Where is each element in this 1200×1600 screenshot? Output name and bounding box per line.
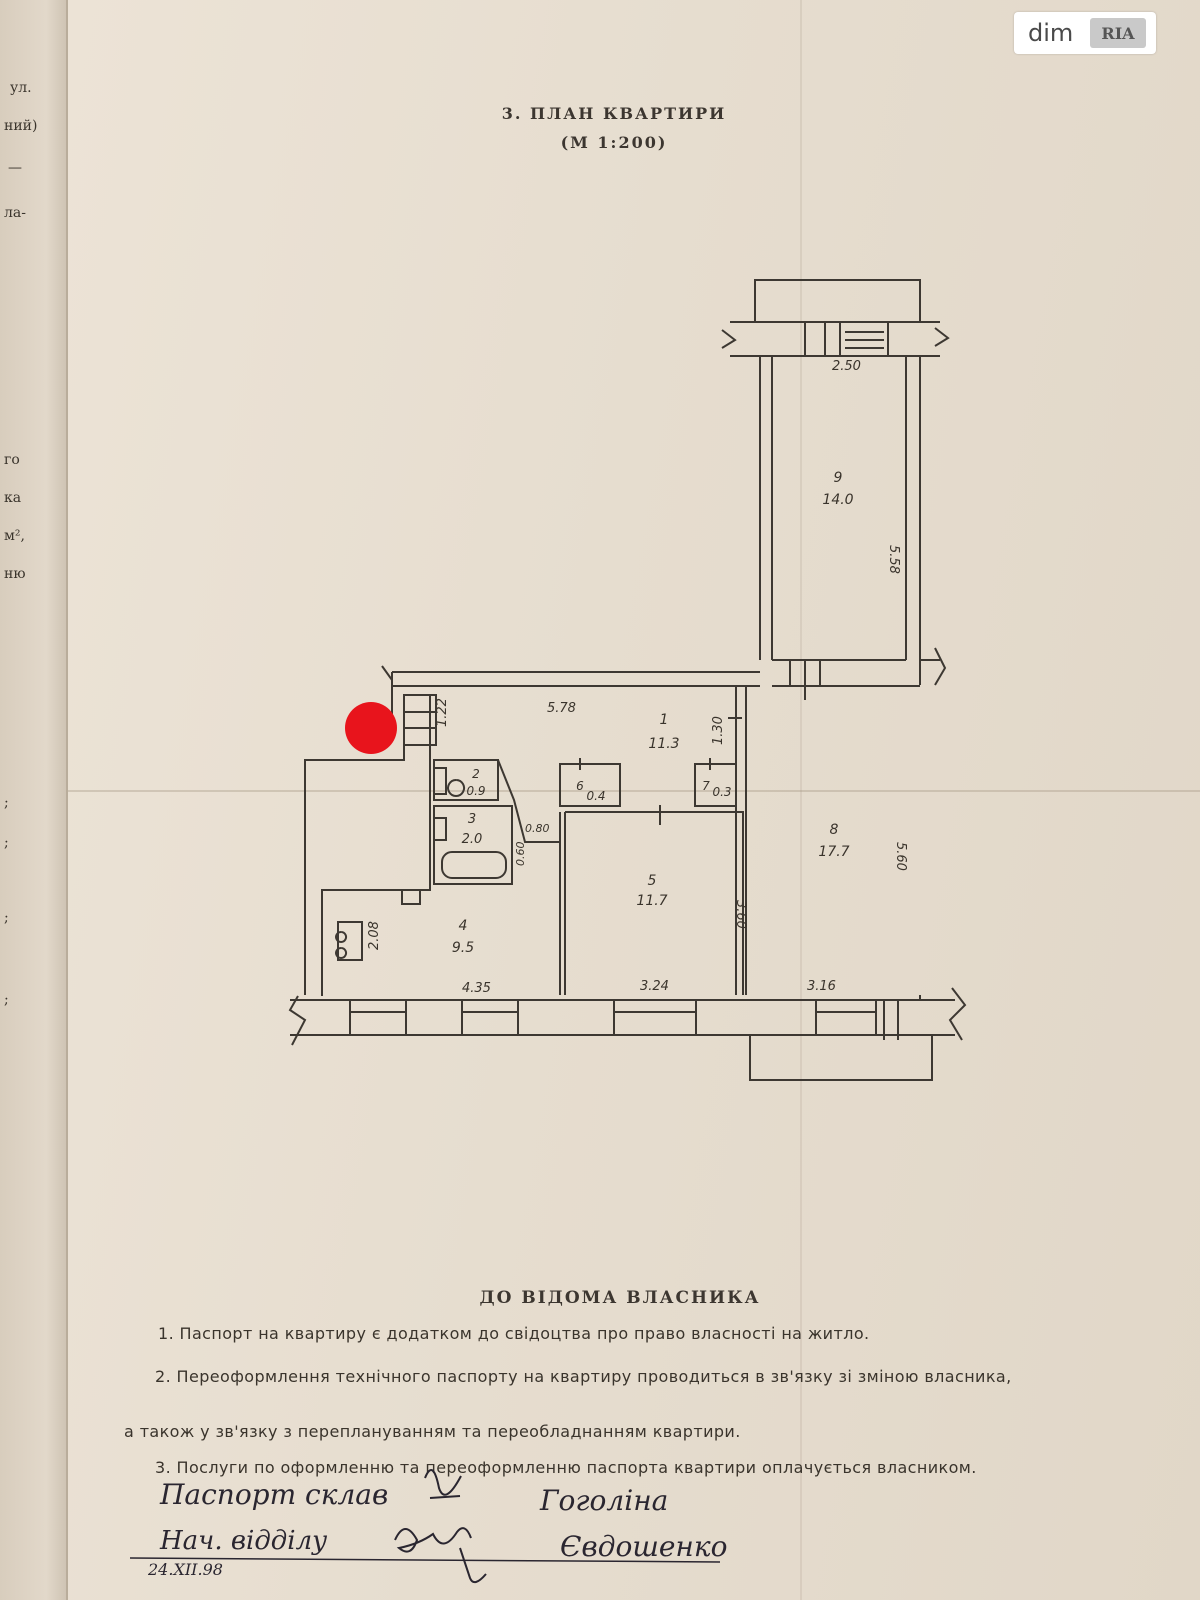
- room-number: 9: [834, 470, 843, 486]
- dim-label: 5.78: [547, 701, 576, 716]
- left-page-fragment: ла-: [4, 205, 26, 221]
- left-page-fragment: ;: [4, 992, 9, 1008]
- left-page-fragment: —: [8, 160, 22, 176]
- wall: [381, 665, 393, 720]
- red-marker: [345, 702, 397, 754]
- plan-scale: (М 1:200): [560, 133, 668, 152]
- room-area: 0.3: [712, 785, 731, 799]
- plan-title: 3. ПЛАН КВАРТИРИ: [501, 104, 727, 123]
- room-area: 17.7: [818, 844, 849, 860]
- room-number: 6: [576, 779, 584, 793]
- logo-ria-badge: RIA: [1090, 18, 1146, 48]
- dim-label: 3.60: [733, 900, 748, 929]
- signature-1: [424, 1469, 462, 1499]
- room-number: 1: [660, 712, 669, 728]
- room-area: 9.5: [452, 940, 474, 956]
- handwritten-name-1: Гоголіна: [540, 1484, 669, 1517]
- dim-label: 5.60: [893, 842, 908, 871]
- logo-dim-text: dim: [1028, 19, 1074, 47]
- notice-heading: ДО ВІДОМА ВЛАСНИКА: [479, 1288, 761, 1308]
- room-area: 0.9: [466, 784, 485, 798]
- room-area: 14.0: [822, 492, 853, 508]
- notice-item-2-continued: а також у зв'язку з переплануванням та п…: [124, 1422, 741, 1441]
- notice-item-3: 3. Послуги по оформленню та переоформлен…: [155, 1458, 977, 1477]
- wall: [905, 356, 921, 685]
- room-number: 5: [648, 873, 657, 889]
- adjacent-page: ул. ний) — ла- го ка м², ню ; ; ; ;: [0, 0, 68, 1600]
- left-page-fragment: ню: [4, 566, 26, 582]
- wall: [759, 356, 773, 660]
- dim-label: 5.58: [886, 545, 901, 574]
- dim-label: 0.60: [514, 842, 527, 867]
- closet-7: [694, 763, 737, 807]
- room-number: 3: [468, 812, 476, 827]
- wall: [735, 686, 747, 995]
- wall: [304, 745, 405, 995]
- paper-fold: [68, 790, 1200, 792]
- dim-label: 0.80: [525, 822, 550, 835]
- document-sheet: [68, 0, 1200, 1600]
- left-page-fragment: ;: [4, 795, 9, 811]
- room-area: 11.3: [648, 736, 679, 752]
- paper-fold: [800, 0, 802, 1600]
- notice-item-1: 1. Паспорт на квартиру є додатком до сві…: [158, 1324, 870, 1343]
- dim-label: 3.24: [640, 979, 669, 994]
- wc: [433, 759, 499, 801]
- window: [804, 321, 826, 357]
- window: [839, 321, 889, 357]
- handwritten-date: 24.XII.98: [148, 1560, 223, 1579]
- room-area: 0.4: [586, 789, 605, 803]
- left-page-fragment: ;: [4, 835, 9, 851]
- bathroom: [433, 805, 513, 885]
- closet-6: [559, 763, 621, 807]
- dimria-logo: dim RIA: [1014, 12, 1156, 54]
- notice-item-2: 2. Переоформлення технічного паспорту на…: [155, 1367, 1012, 1386]
- window: [815, 999, 877, 1036]
- wall-break: [948, 987, 967, 1041]
- left-page-fragment: ний): [4, 118, 38, 134]
- handwritten-role-2: Нач. відділу: [160, 1526, 328, 1556]
- room-number: 8: [830, 822, 839, 838]
- window: [349, 999, 407, 1036]
- wall-break: [288, 995, 307, 1046]
- room-5: [559, 811, 744, 995]
- wall-break: [721, 327, 950, 349]
- room-number: 4: [459, 918, 468, 934]
- room-number: 7: [702, 779, 710, 793]
- left-page-fragment: ка: [4, 490, 22, 506]
- room-area: 2.0: [462, 832, 483, 847]
- left-page-fragment: ;: [4, 910, 9, 926]
- left-page-fragment: ул.: [10, 80, 32, 96]
- window: [461, 999, 519, 1036]
- room-number: 2: [472, 767, 480, 781]
- wall-break: [934, 647, 947, 686]
- signature-2: [394, 1527, 487, 1584]
- dim-label: 2.08: [367, 921, 382, 950]
- dim-label: 3.16: [807, 979, 836, 994]
- dim-label: 1.22: [435, 698, 450, 727]
- window: [613, 999, 697, 1036]
- handwritten-role-1: Паспорт склав: [160, 1478, 389, 1511]
- left-page-fragment: го: [4, 452, 20, 468]
- handwritten-name-2: Євдошенко: [560, 1530, 728, 1563]
- dim-label: 4.35: [462, 981, 491, 996]
- balcony-top: [754, 279, 921, 322]
- underline: [129, 1557, 721, 1563]
- dim-label: 1.30: [711, 716, 726, 745]
- balcony-bottom: [749, 1035, 933, 1081]
- dim-label: 2.50: [832, 359, 861, 374]
- left-page-fragment: м²,: [4, 528, 25, 544]
- wall: [321, 695, 431, 996]
- partition: [497, 759, 560, 843]
- room-area: 11.7: [636, 893, 667, 909]
- wall: [392, 659, 940, 687]
